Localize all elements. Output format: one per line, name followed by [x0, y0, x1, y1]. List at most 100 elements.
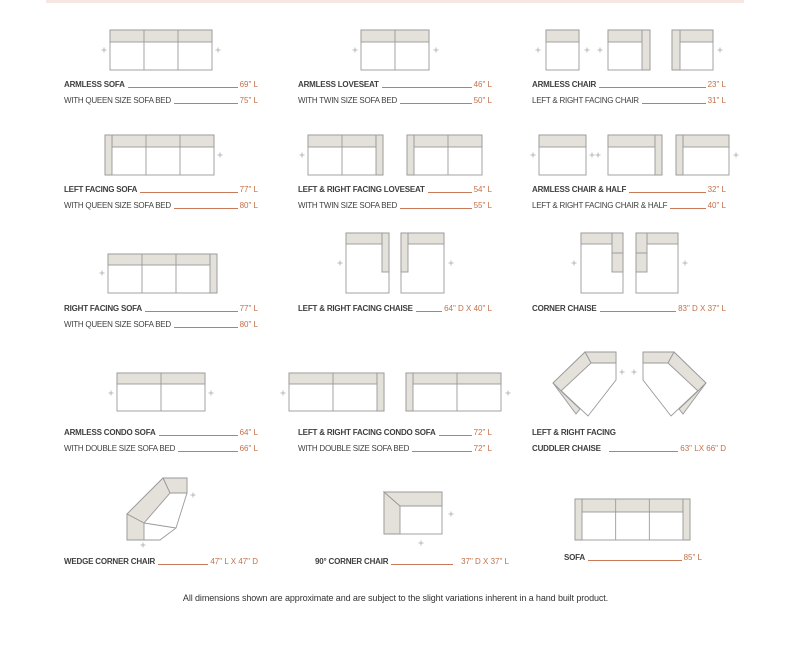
wedge-corner-chair-diagram [126, 477, 188, 541]
leader-line [400, 208, 472, 209]
armless-chair-half-diagram [538, 134, 587, 176]
item-sub-dimension: 66" L [239, 444, 258, 453]
connector-plus-icon [352, 47, 358, 53]
leader-line [400, 103, 472, 104]
left-arm [574, 498, 583, 541]
backrest [580, 232, 613, 245]
item-dimension: 64" D X 40" L [444, 304, 492, 313]
leader-line [178, 451, 238, 452]
item-subtitle: LEFT & RIGHT FACING CHAIR & HALF [532, 201, 668, 210]
cuddler-chaise-right-diagram [642, 351, 707, 417]
left-arm [104, 134, 113, 176]
item-dimension: 64" L [239, 428, 258, 437]
item-title: WEDGE CORNER CHAIR [64, 557, 156, 566]
backrest [646, 232, 679, 245]
left-arm-chaise-diagram [400, 232, 445, 294]
item-dimension: 23" L [707, 80, 726, 89]
connector-plus-icon [535, 47, 541, 53]
left-arm [406, 134, 415, 176]
right-facing-sofa-diagram [107, 253, 218, 294]
item-sub-dimension: 50" L [473, 96, 492, 105]
connector-plus-icon [140, 542, 146, 548]
item-sub-dimension: 75" L [239, 96, 258, 105]
leader-line [587, 560, 682, 561]
right-facing-condo-sofa-diagram [405, 372, 502, 412]
leader-line [173, 103, 238, 104]
connector-plus-icon [597, 47, 603, 53]
connector-plus-icon [217, 152, 223, 158]
leader-line [173, 208, 238, 209]
leader-line [173, 327, 238, 328]
backrest [382, 491, 443, 507]
backrest [538, 134, 587, 148]
item-title: CORNER CHAISE [532, 304, 597, 313]
connector-plus-icon [280, 390, 286, 396]
connector-plus-icon [433, 47, 439, 53]
leader-line [144, 311, 238, 312]
leader-line [158, 435, 238, 436]
right-arm [682, 498, 691, 541]
backrest [545, 29, 580, 43]
item-subtitle: WITH TWIN SIZE SOFA BED [298, 96, 397, 105]
item-sub-dimension: 80" L [239, 201, 258, 210]
connector-plus-icon [101, 47, 107, 53]
disclaimer-footer: All dimensions shown are approximate and… [182, 593, 609, 603]
connector-plus-icon [571, 260, 577, 266]
leader-line [438, 435, 472, 436]
armless-chair-diagram [545, 29, 580, 71]
left-arm-chair-half-diagram [675, 134, 730, 176]
corner-chaise-right-diagram [635, 232, 679, 294]
left-facing-loveseat-diagram [307, 134, 384, 176]
connector-plus-icon [505, 390, 511, 396]
connector-plus-icon [215, 47, 221, 53]
backrest [679, 29, 714, 43]
item-title: ARMLESS CHAIR & HALF [532, 185, 627, 194]
item-sub-dimension: 31" L [707, 96, 726, 105]
connector-plus-icon [448, 511, 454, 517]
leader-line [670, 208, 706, 209]
backrest [581, 498, 684, 513]
leader-line [599, 311, 677, 312]
right-arm [375, 134, 384, 176]
item-sub-dimension: 40" L [707, 201, 726, 210]
connector-plus-icon [530, 152, 536, 158]
item-title: ARMLESS LOVESEAT [298, 80, 379, 89]
item-dimension: 72" L [473, 428, 492, 437]
backrest [107, 253, 211, 266]
right-arm [641, 29, 651, 71]
leader-line [127, 87, 238, 88]
top-band [46, 0, 744, 3]
item-subtitle: WITH DOUBLE SIZE SOFA BED [64, 444, 176, 453]
arm [126, 513, 145, 541]
leader-line [427, 192, 472, 193]
item-subtitle: WITH QUEEN SIZE SOFA BED [64, 320, 171, 329]
left-arm-chair-diagram [671, 29, 714, 71]
left-arm [405, 372, 414, 412]
item-dimension: 83" D X 37" L [678, 304, 726, 313]
item-title: SOFA [564, 553, 585, 562]
leader-line [381, 87, 472, 88]
connector-plus-icon [619, 369, 625, 375]
corner-chaise-left-diagram [580, 232, 624, 294]
item-title: 90° CORNER CHAIR [315, 557, 389, 566]
item-dimension: 32" L [707, 185, 726, 194]
item-sub-dimension: 63" LX 66" D [680, 444, 726, 453]
connector-plus-icon [584, 47, 590, 53]
side-back [611, 252, 624, 273]
item-dimension: 85" L [683, 553, 702, 562]
arm [381, 232, 390, 273]
connector-plus-icon [717, 47, 723, 53]
item-dimension: 77" L [239, 185, 258, 194]
item-subtitle: WITH DOUBLE SIZE SOFA BED [298, 444, 410, 453]
leader-line [412, 451, 472, 452]
leader-line [140, 192, 238, 193]
backrest [345, 232, 383, 245]
